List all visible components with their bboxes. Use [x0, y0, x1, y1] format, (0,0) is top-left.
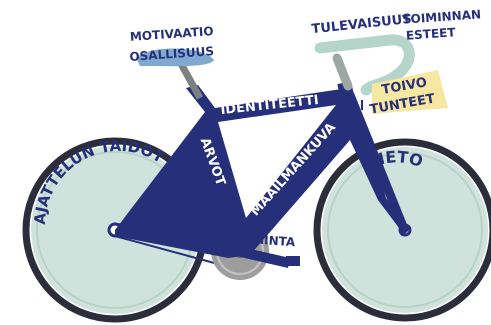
head-tube: [337, 81, 363, 137]
brake-label-2: ESTEET: [405, 25, 456, 42]
brake-label-1: TOIMINNAN: [402, 7, 481, 26]
front-fork: [345, 90, 409, 234]
handlebar: TULEVAISUUS: [311, 12, 415, 96]
stem: [332, 53, 353, 91]
saddle-label-1: MOTIVAATIO: [129, 24, 214, 44]
saddle: MOTIVAATIO OSALLISUUS: [129, 24, 214, 67]
yellow-flag: TOIVO TUNTEET: [361, 70, 448, 118]
crank-label: TOIMINTA: [229, 231, 296, 250]
front-wheel-rim: [327, 152, 483, 308]
frame-triangle-hole: [218, 105, 336, 218]
pedal: [286, 256, 300, 266]
crank-arm: TOIMINTA: [229, 231, 300, 268]
saddle-label-2: OSALLISUUS: [129, 44, 214, 64]
seat-post: [176, 60, 204, 100]
brake-lever: TOIMINNAN ESTEET: [402, 7, 481, 42]
bike-frame: [115, 60, 409, 258]
handlebar-label: TULEVAISUUS: [311, 12, 413, 37]
front-tire: [313, 138, 491, 322]
